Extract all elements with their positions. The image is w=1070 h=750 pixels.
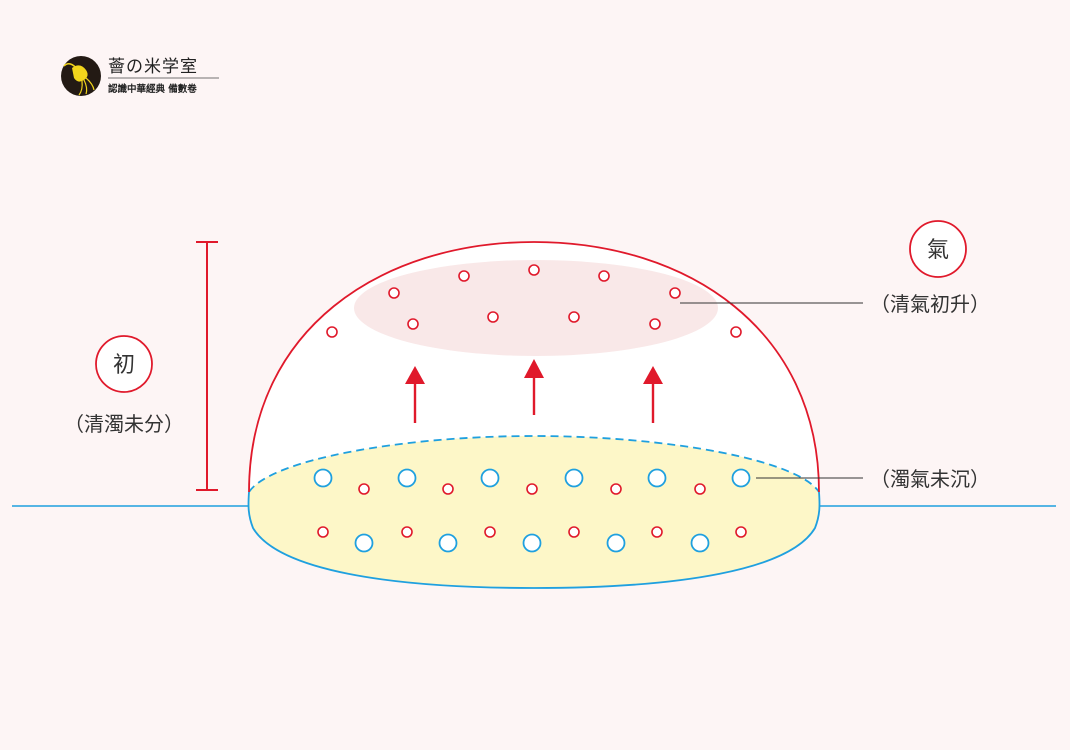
clear-qi-particle xyxy=(528,264,540,276)
turbid-blue-particle xyxy=(438,533,458,553)
clear-qi-particles xyxy=(326,264,742,338)
clear-qi-particle xyxy=(598,270,610,282)
logo-subtitle: 認識中華經典 備數卷 xyxy=(108,83,197,95)
turbid-red-particle xyxy=(484,526,496,538)
chu-circle xyxy=(95,335,153,393)
turbid-red-particle xyxy=(442,483,454,495)
turbid-blue-particle xyxy=(313,468,333,488)
logo: 薈の米学室 認識中華經典 備數卷 xyxy=(61,56,219,96)
clear-qi-description: （清氣初升） xyxy=(870,292,990,316)
clear-qi-particle xyxy=(649,318,661,330)
turbid-qi-region xyxy=(248,436,820,588)
rising-arrow xyxy=(643,366,663,423)
clear-qi-particle xyxy=(487,311,499,323)
chu-character: 初 xyxy=(113,353,135,378)
turbid-red-particle xyxy=(568,526,580,538)
logo-title: 薈の米学室 xyxy=(108,57,198,77)
turbid-blue-particle xyxy=(480,468,500,488)
clear-qi-region xyxy=(354,260,718,356)
clear-qi-particle xyxy=(407,318,419,330)
clear-qi-particle xyxy=(568,311,580,323)
turbid-red-particle xyxy=(358,483,370,495)
turbid-blue-particle xyxy=(522,533,542,553)
turbid-qi-particles xyxy=(313,468,751,553)
turbid-blue-particle xyxy=(606,533,626,553)
turbid-blue-particle xyxy=(731,468,751,488)
chu-description: （清濁未分） xyxy=(64,412,184,436)
clear-qi-particle xyxy=(326,326,338,338)
chu-bracket xyxy=(196,241,218,491)
rising-arrow xyxy=(524,359,544,415)
turbid-red-particle xyxy=(526,483,538,495)
clear-qi-particle xyxy=(458,270,470,282)
turbid-blue-particle xyxy=(647,468,667,488)
turbid-blue-particle xyxy=(397,468,417,488)
turbid-red-particle xyxy=(401,526,413,538)
qi-character: 氣 xyxy=(927,238,949,263)
phoenix-wing-icon xyxy=(63,63,79,71)
clear-qi-particle xyxy=(669,287,681,299)
qi-circle xyxy=(909,220,967,278)
turbid-red-particle xyxy=(735,526,747,538)
turbid-boundary-bottom xyxy=(247,491,821,589)
turbid-boundary-dashed xyxy=(248,435,820,493)
clear-qi-particle xyxy=(388,287,400,299)
dome-outline xyxy=(248,241,820,493)
turbid-red-particle xyxy=(610,483,622,495)
turbid-red-particle xyxy=(317,526,329,538)
rising-arrow xyxy=(405,366,425,423)
turbid-blue-particle xyxy=(690,533,710,553)
turbid-red-particle xyxy=(694,483,706,495)
clear-qi-particle xyxy=(730,326,742,338)
phoenix-tail-icon xyxy=(78,77,95,96)
turbid-red-particle xyxy=(651,526,663,538)
turbid-blue-particle xyxy=(354,533,374,553)
turbid-blue-particle xyxy=(564,468,584,488)
phoenix-body-icon xyxy=(72,65,88,82)
rising-arrows xyxy=(405,359,663,423)
turbid-qi-description: （濁氣未沉） xyxy=(870,467,990,491)
